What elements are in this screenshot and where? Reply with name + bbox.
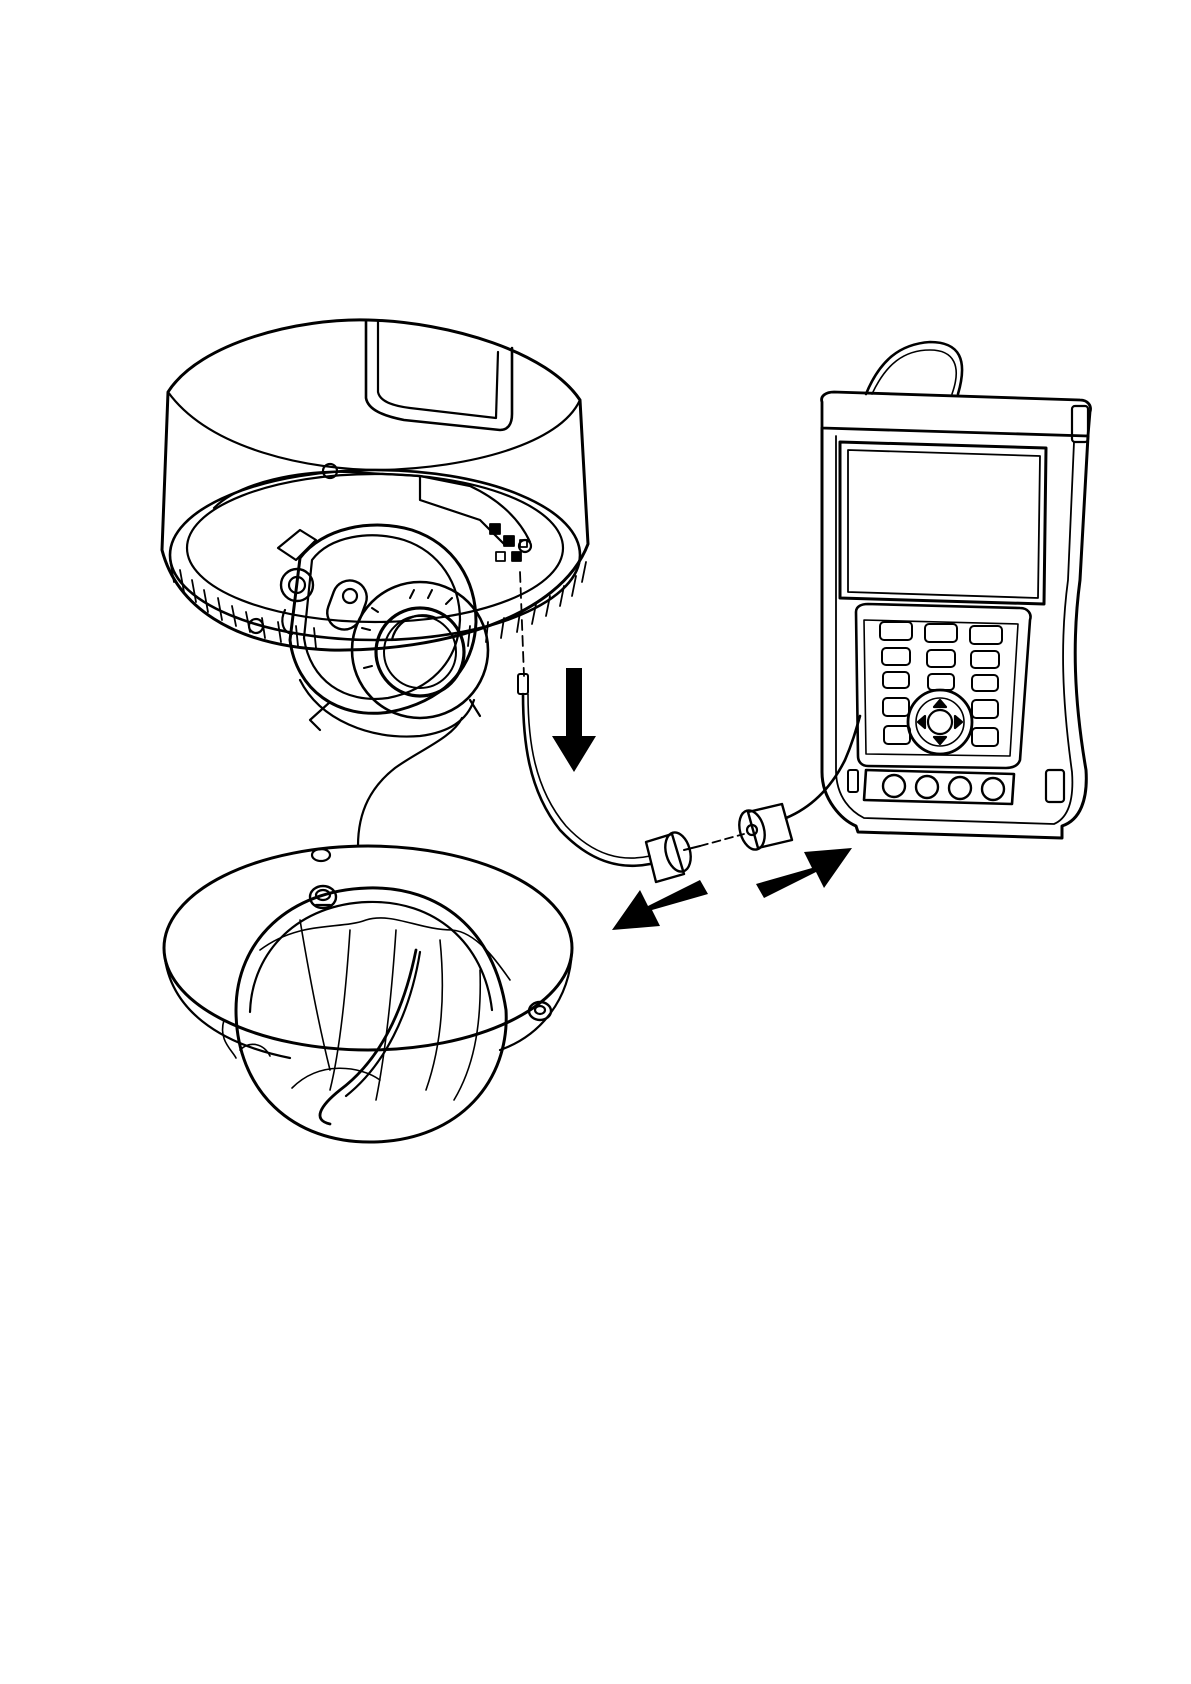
arrow-down-icon bbox=[552, 668, 596, 772]
tester-strap bbox=[866, 342, 962, 394]
dpad-up-icon bbox=[934, 700, 946, 707]
tester-dpad[interactable] bbox=[908, 690, 972, 754]
keypad-button[interactable] bbox=[925, 624, 957, 642]
camera-lens-module bbox=[290, 525, 488, 736]
keypad-button[interactable] bbox=[970, 626, 1002, 644]
keypad-button[interactable] bbox=[927, 650, 955, 667]
lens-icon bbox=[376, 608, 464, 696]
tester-bnc-port bbox=[848, 770, 858, 792]
keypad-button[interactable] bbox=[884, 726, 910, 744]
arrow-left-icon bbox=[612, 880, 708, 930]
keypad-button[interactable] bbox=[883, 672, 909, 688]
dome-screw-icon bbox=[312, 849, 330, 861]
tester-keypad bbox=[880, 622, 1002, 746]
dpad-right-icon bbox=[955, 716, 962, 728]
dpad-down-icon bbox=[934, 737, 946, 744]
dome-cover bbox=[164, 846, 572, 1142]
video-cable bbox=[518, 572, 650, 866]
ir-sensor-icon bbox=[322, 576, 371, 635]
keypad-button[interactable] bbox=[972, 728, 998, 746]
arrow-right-icon bbox=[756, 848, 852, 898]
round-button[interactable] bbox=[982, 778, 1004, 800]
round-button[interactable] bbox=[916, 776, 938, 798]
side-clip-icon bbox=[1046, 770, 1064, 802]
keypad-button[interactable] bbox=[971, 651, 999, 668]
keypad-button[interactable] bbox=[883, 698, 909, 716]
tester-round-buttons bbox=[883, 775, 1004, 800]
round-button[interactable] bbox=[883, 775, 905, 797]
keypad-button[interactable] bbox=[928, 674, 954, 690]
round-button[interactable] bbox=[949, 777, 971, 799]
direction-arrows bbox=[552, 668, 852, 930]
cctv-tester bbox=[822, 342, 1091, 838]
dpad-left-icon bbox=[918, 716, 925, 728]
tester-screen bbox=[840, 442, 1046, 604]
keypad-button[interactable] bbox=[972, 675, 998, 691]
keypad-button[interactable] bbox=[880, 622, 912, 640]
keypad-button[interactable] bbox=[882, 648, 910, 665]
label-window bbox=[366, 320, 512, 430]
keypad-button[interactable] bbox=[972, 700, 998, 718]
